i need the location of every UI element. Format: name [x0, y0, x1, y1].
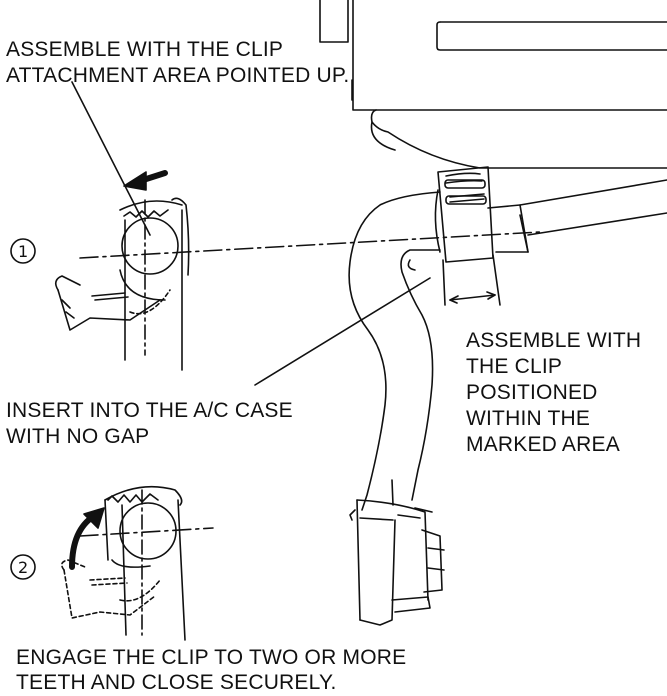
marked-area [442, 254, 501, 306]
annotation-line: ATTACHMENT AREA POINTED UP. [6, 64, 350, 87]
duct-hose [348, 189, 441, 511]
centerline-1 [79, 231, 541, 259]
arrow-curved [69, 507, 105, 570]
step-2-number: 2 [18, 558, 29, 577]
step-1-marker [10, 238, 36, 264]
step-1-number: 1 [18, 242, 29, 261]
step-2-marker [10, 554, 36, 580]
annotation-line: INSERT INTO THE A/C CASE [6, 399, 293, 422]
hose-clip-band [437, 166, 667, 263]
annotation-line: ASSEMBLE WITH [466, 329, 642, 352]
annotation-line: THE CLIP [466, 355, 563, 378]
annotation-line: MARKED AREA [466, 433, 620, 456]
clip-step-1 [54, 197, 190, 371]
annotation-line: ASSEMBLE WITH THE CLIP [6, 38, 284, 61]
leader-lines [71, 79, 431, 386]
ac-case-outline [319, 0, 667, 169]
annotation-line: WITHIN THE [466, 407, 591, 430]
annotation-line: ENGAGE THE CLIP TO TWO OR MORE [16, 646, 407, 669]
clip-step-2 [60, 485, 214, 641]
annotation-line: TEETH AND CLOSE SECURELY. [16, 671, 337, 694]
hose-connector [349, 499, 445, 626]
annotation-line: WITH NO GAP [6, 425, 150, 448]
arrow-left [123, 170, 168, 191]
annotation-line: POSITIONED [466, 381, 598, 404]
